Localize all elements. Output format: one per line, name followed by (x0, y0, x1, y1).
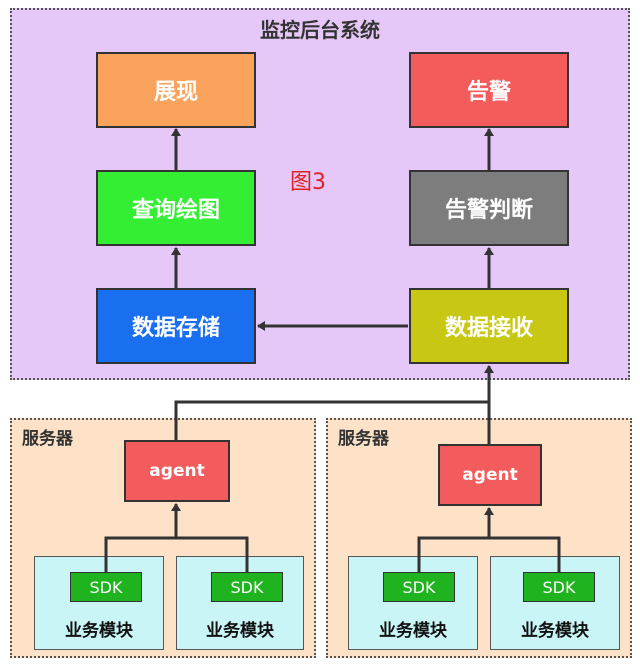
sdk-node: SDK (383, 572, 455, 602)
query-draw-node: 查询绘图 (96, 170, 256, 246)
data-receive-node: 数据接收 (409, 288, 569, 364)
business-module-box: 业务模块 (176, 556, 304, 650)
server-title: 服务器 (22, 429, 73, 449)
region-title: 监控后台系统 (260, 18, 380, 42)
business-module-label: 业务模块 (379, 621, 447, 641)
sdk-node: SDK (70, 572, 142, 602)
server-title: 服务器 (338, 429, 389, 449)
alarm-judge-node: 告警判断 (409, 170, 569, 246)
business-module-label: 业务模块 (206, 621, 274, 641)
business-module-box: 业务模块 (34, 556, 164, 650)
agent-node: agent (438, 444, 542, 506)
agent-node: agent (124, 440, 230, 502)
business-module-box: 业务模块 (348, 556, 478, 650)
business-module-box: 业务模块 (490, 556, 620, 650)
alarm-node: 告警 (409, 52, 569, 128)
sdk-node: SDK (523, 572, 595, 602)
business-module-label: 业务模块 (521, 621, 589, 641)
business-module-label: 业务模块 (65, 621, 133, 641)
figure-label: 图3 (290, 170, 326, 195)
data-storage-node: 数据存储 (96, 288, 256, 364)
display-node: 展现 (96, 52, 256, 128)
sdk-node: SDK (211, 572, 283, 602)
